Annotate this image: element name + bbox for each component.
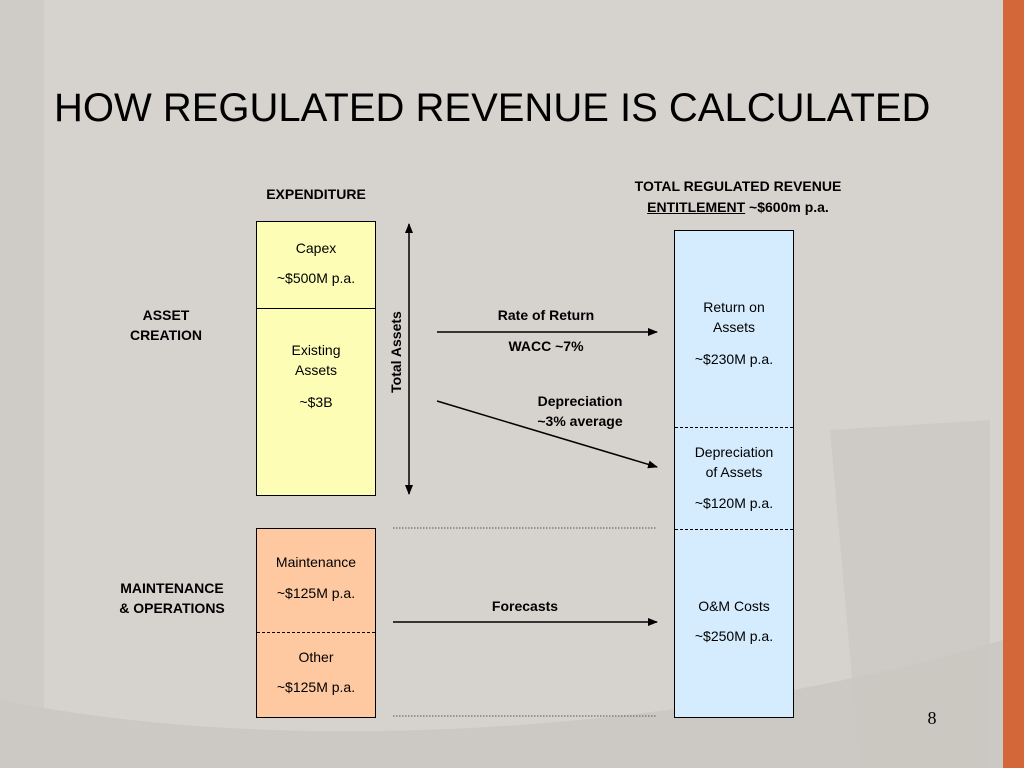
revenue-header-line1: TOTAL REGULATED REVENUE — [634, 178, 842, 194]
return-on-assets-line2: Assets — [712, 319, 755, 335]
total-assets-label: Total Assets — [388, 311, 404, 393]
page-number: 8 — [927, 708, 937, 728]
depreciation-arrow — [436, 400, 658, 469]
mo-line1: MAINTENANCE — [120, 580, 224, 596]
mo-expenditure-box: Maintenance ~$125M p.a. Other ~$125M p.a… — [256, 528, 376, 718]
revenue-header-entitlement: ENTITLEMENT — [647, 199, 746, 215]
capex-divider — [257, 308, 375, 309]
asset-expenditure-box: Capex ~$500M p.a. Existing Assets ~$3B — [256, 221, 376, 496]
depreciation-flow-label: Depreciation ~3% average — [500, 391, 660, 431]
other-label: Other — [298, 649, 334, 665]
maintenance-label: Maintenance — [275, 554, 357, 570]
return-on-assets-value: ~$230M p.a. — [694, 351, 774, 367]
revenue-header: TOTAL REGULATED REVENUE ENTITLEMENT ~$60… — [598, 176, 878, 218]
om-costs-value: ~$250M p.a. — [694, 628, 774, 644]
expenditure-header: EXPENDITURE — [266, 186, 366, 202]
asset-creation-line2: CREATION — [129, 327, 203, 343]
depreciation-flow-line1: Depreciation — [537, 393, 623, 409]
return-on-assets-line1: Return on — [703, 299, 765, 315]
capex-label: Capex — [295, 240, 337, 256]
maintenance-value: ~$125M p.a. — [276, 585, 356, 601]
capex-value: ~$500M p.a. — [276, 270, 356, 286]
depreciation-of-assets-value: ~$120M p.a. — [694, 495, 774, 511]
slide-title: HOW REGULATED REVENUE IS CALCULATED — [54, 86, 931, 130]
revenue-box: Return on Assets ~$230M p.a. Depreciatio… — [674, 230, 794, 718]
depreciation-of-assets-line1: Depreciation — [694, 444, 774, 460]
om-costs-label: O&M Costs — [698, 598, 770, 614]
maintenance-operations-label: MAINTENANCE & OPERATIONS — [98, 578, 246, 618]
depreciation-flow-line2: ~3% average — [537, 413, 623, 429]
existing-assets-label-line1: Existing — [291, 342, 341, 358]
rate-of-return-label: Rate of Return — [497, 307, 595, 323]
forecasts-label: Forecasts — [491, 598, 559, 614]
revenue-header-value: ~$600m p.a. — [745, 199, 829, 215]
existing-assets-label-line2: Assets — [294, 362, 337, 378]
depreciation-divider — [675, 529, 793, 530]
existing-assets-value: ~$3B — [299, 394, 333, 410]
accent-bar — [1003, 0, 1024, 768]
wacc-label: WACC ~7% — [508, 338, 584, 354]
asset-creation-line1: ASSET — [142, 307, 190, 323]
depreciation-of-assets-line2: of Assets — [705, 464, 763, 480]
other-value: ~$125M p.a. — [276, 679, 356, 695]
return-divider — [675, 427, 793, 428]
mo-line2: & OPERATIONS — [119, 600, 225, 616]
revenue-header-line2: ENTITLEMENT ~$600m p.a. — [598, 197, 878, 218]
background-left-band — [0, 0, 44, 768]
asset-creation-label: ASSET CREATION — [106, 305, 226, 345]
maintenance-divider — [257, 632, 375, 633]
